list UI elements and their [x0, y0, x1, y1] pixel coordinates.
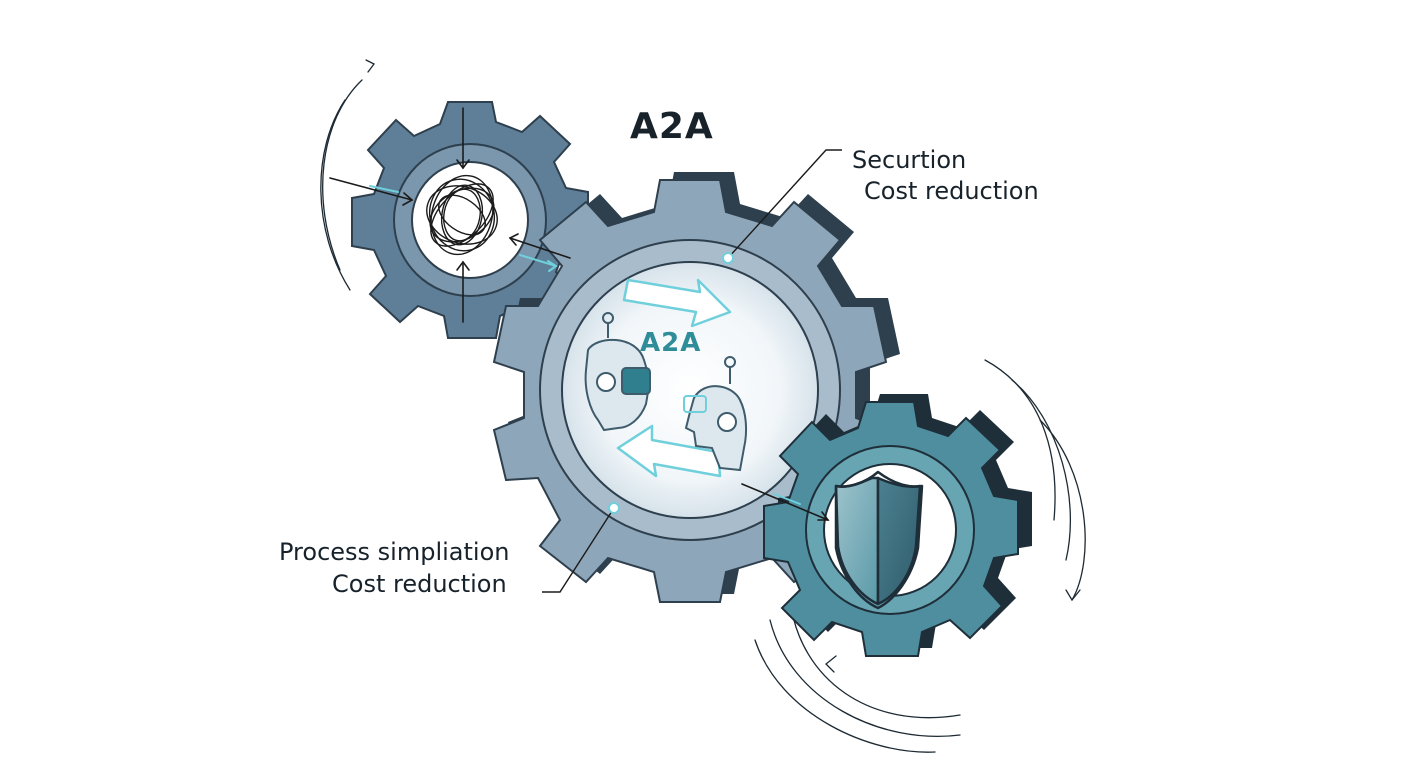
shield-link-arrow	[741, 483, 830, 521]
callout-bottom-left-line-1: Process simpliation	[279, 538, 510, 566]
callout-top-right-line-2: Cost reduction	[864, 177, 1039, 205]
shield-icon	[834, 470, 924, 610]
tangle-icon	[426, 174, 498, 256]
human-head-icon	[683, 356, 748, 472]
glow-points	[608, 252, 734, 514]
teal-connectors	[369, 185, 558, 272]
robot-head-icon	[584, 312, 652, 432]
center-label: A2A	[640, 328, 702, 358]
small-gear	[351, 101, 589, 339]
callout-top-right-line-1: Securtion	[852, 146, 967, 174]
callout-bottom-left-line-2: Cost reduction	[332, 570, 507, 598]
motion-lines	[320, 59, 1086, 753]
arrow-left-icon	[616, 424, 722, 478]
diagram-title: A2A	[630, 106, 714, 147]
callout-leaders	[542, 149, 842, 593]
arrow-right-icon	[622, 278, 732, 328]
tangle-arrows	[329, 107, 571, 323]
